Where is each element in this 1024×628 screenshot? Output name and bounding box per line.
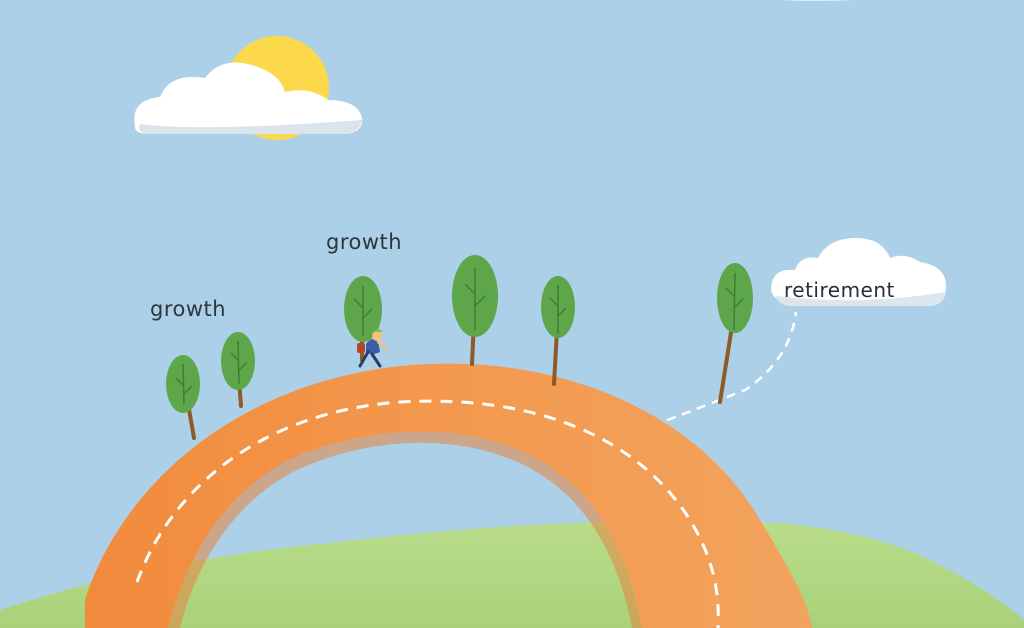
walking-person xyxy=(357,329,388,368)
label-growth-left: growth xyxy=(150,297,227,321)
tree-1 xyxy=(166,355,200,440)
label-growth-center: growth xyxy=(326,230,403,254)
arch-bridge xyxy=(85,363,812,628)
dashed-path-to-retirement xyxy=(651,311,798,428)
tree-6 xyxy=(717,263,753,404)
tree-5 xyxy=(541,276,575,386)
tree-2 xyxy=(221,332,255,408)
cloud-left xyxy=(134,62,363,134)
cloud-top-right xyxy=(780,0,855,1)
label-retirement: retirement xyxy=(784,278,895,302)
cloud-retirement xyxy=(771,238,946,306)
tree-4 xyxy=(452,255,498,366)
road-center-dash xyxy=(135,399,720,628)
